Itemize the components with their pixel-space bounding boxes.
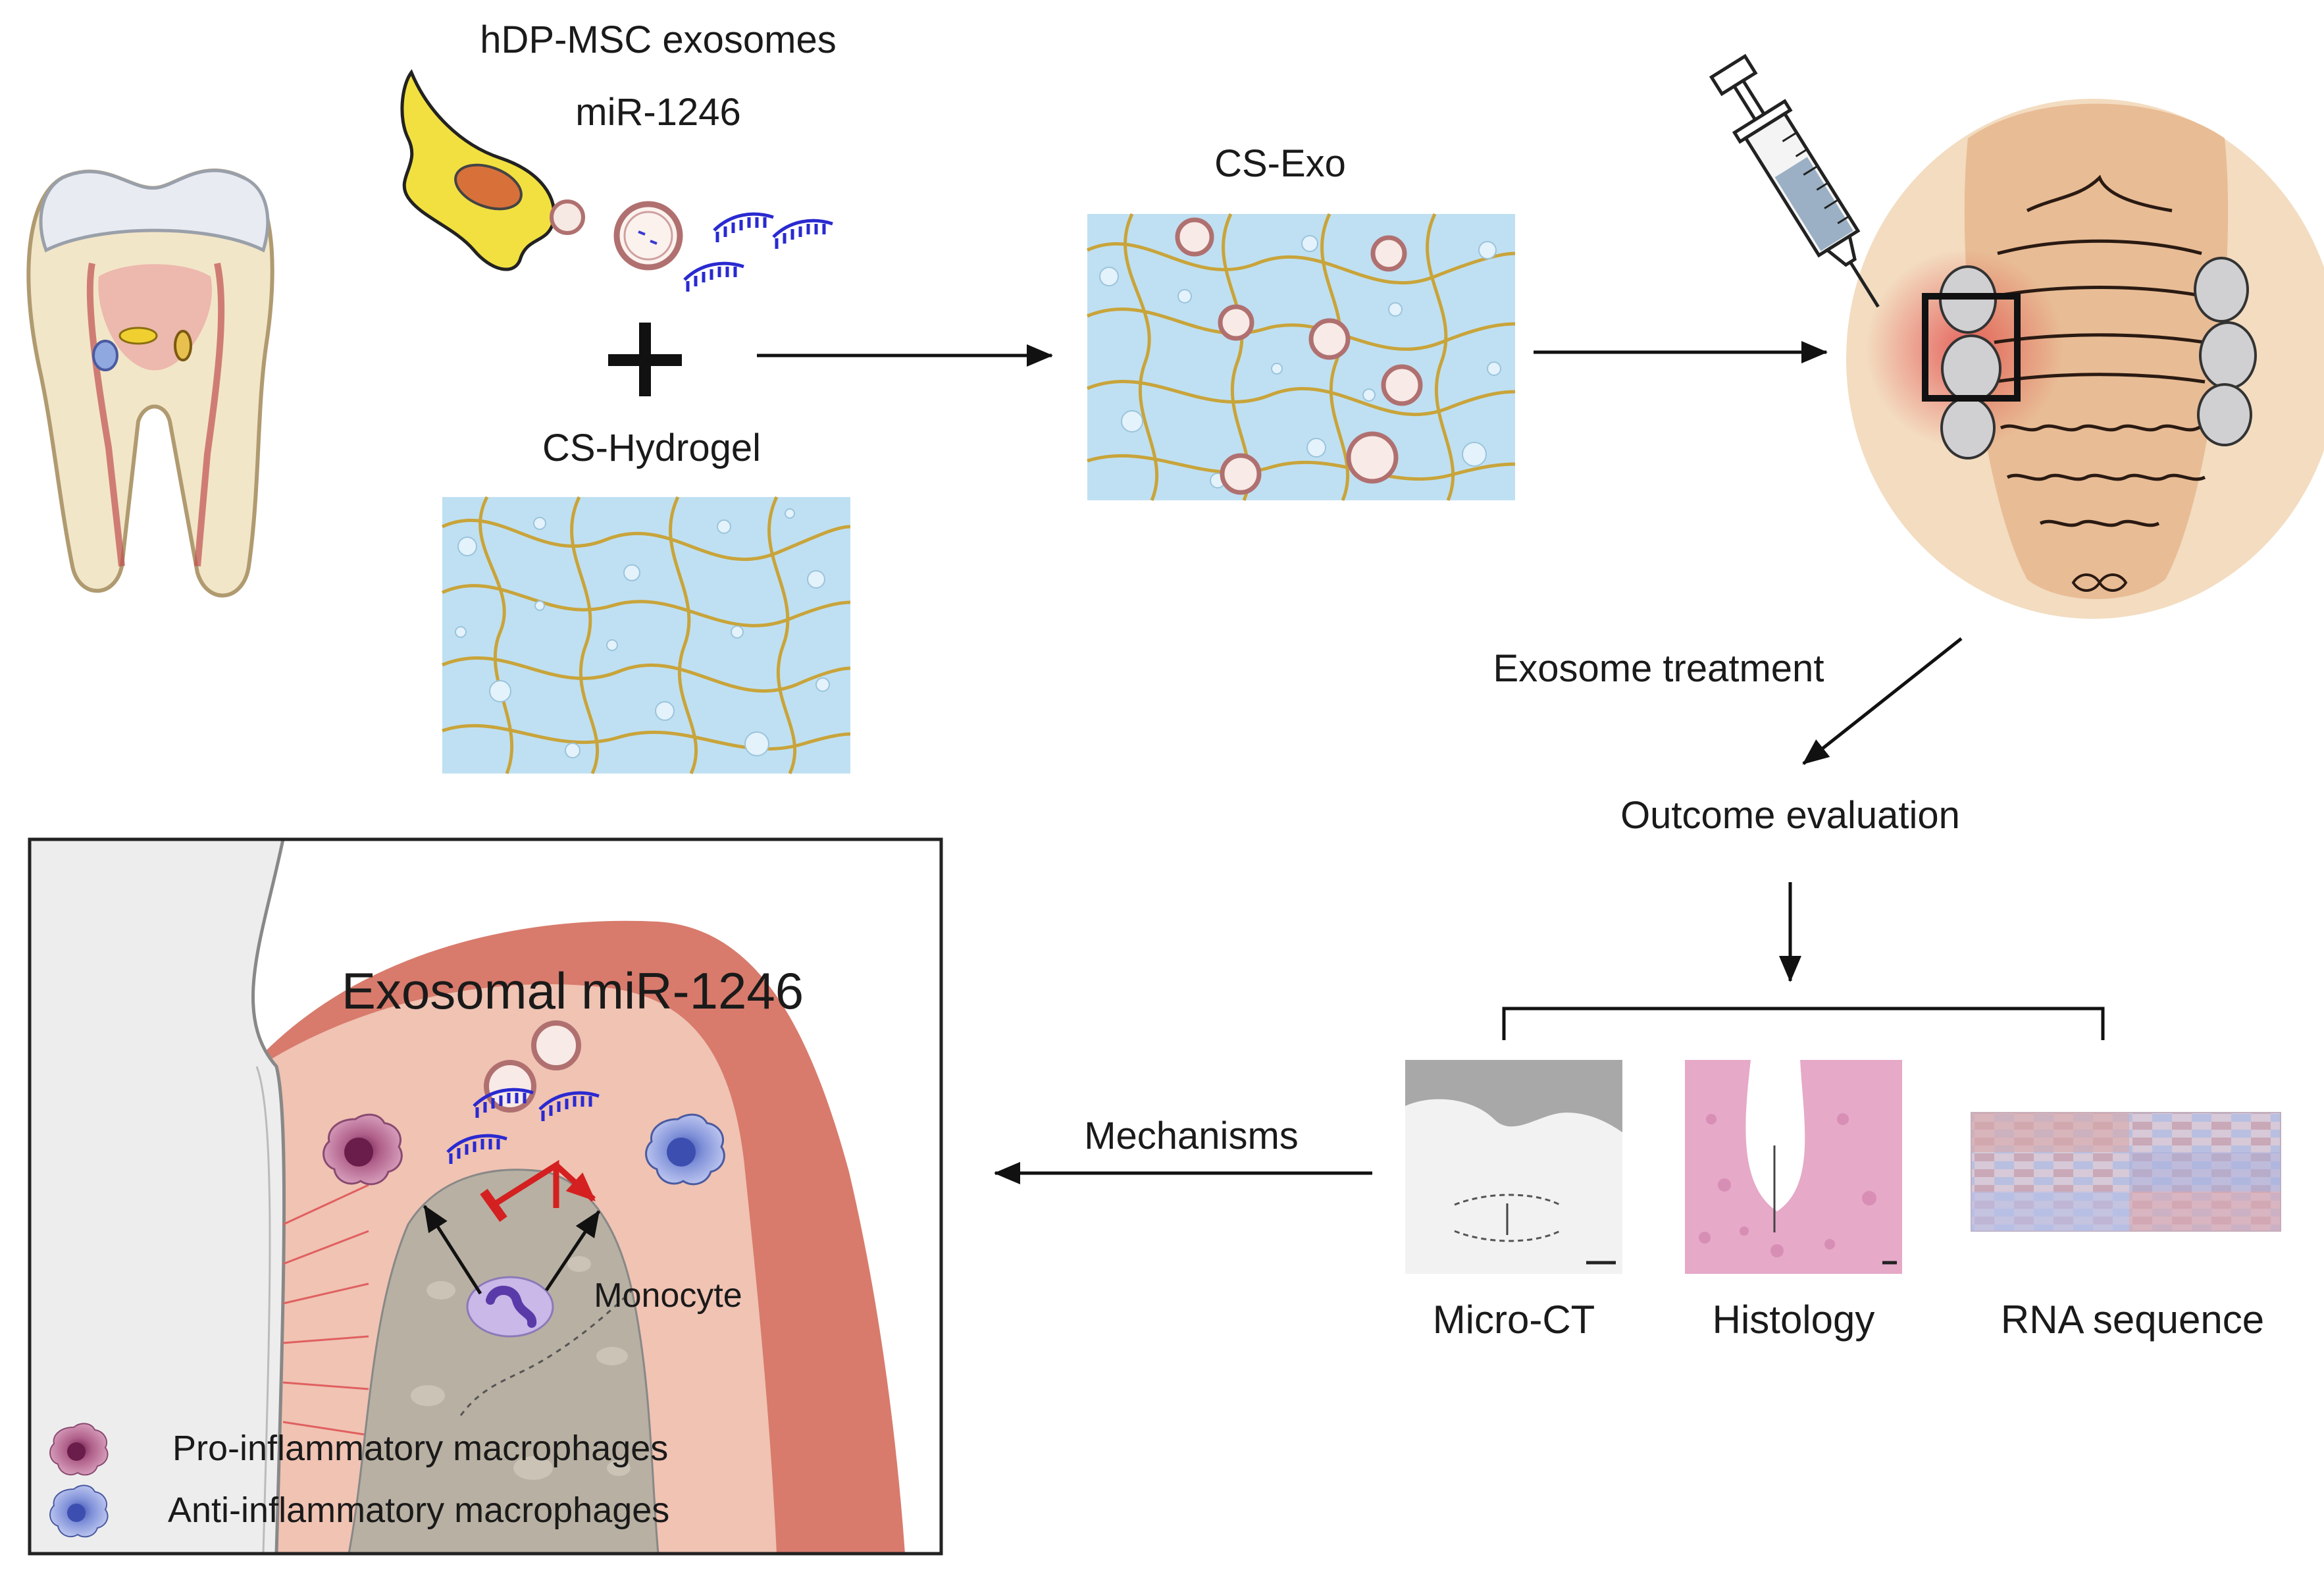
mirna-label: miR-1246	[575, 91, 740, 134]
legend-anti-label: Anti-inflammatory macrophages	[168, 1490, 669, 1530]
injection-site-box	[1922, 293, 2021, 402]
histology-image	[1685, 1060, 1902, 1274]
exosomal-mirna-label: Exosomal miR-1246	[342, 962, 804, 1020]
exosomes-label: hDP-MSC exosomes	[480, 18, 836, 61]
evaluation-label: Outcome evaluation	[1620, 794, 1960, 837]
cs-exo-label: CS-Exo	[1214, 142, 1346, 185]
molars-right	[2194, 257, 2257, 446]
legend-pro-label: Pro-inflammatory macrophages	[172, 1429, 668, 1468]
hydrogel-label: CS-Hydrogel	[542, 427, 761, 469]
plus-sign	[608, 323, 682, 396]
rat-palate	[1846, 99, 2324, 619]
hydrogel-box	[441, 496, 851, 775]
arrow-to-evaluation	[1802, 637, 1963, 765]
monocyte-label: Monocyte	[594, 1276, 742, 1315]
msc-cell	[400, 68, 556, 271]
outcome-rna-sequence: RNA sequence	[2001, 1298, 2264, 1342]
syringe-icon	[1709, 53, 1880, 308]
outcome-bracket	[1502, 1007, 2105, 1040]
pro-inflammatory-macrophage-icon	[323, 1113, 403, 1186]
tooth-illustration	[26, 169, 274, 598]
micro-ct-image	[1405, 1060, 1622, 1274]
mechanisms-label: Mechanisms	[1084, 1115, 1299, 1157]
legend-anti-icon	[49, 1485, 109, 1538]
exosome-large	[613, 201, 683, 271]
anti-inflammatory-macrophage-icon	[645, 1113, 725, 1186]
exosome-small	[550, 199, 585, 235]
outcome-micro-ct: Micro-CT	[1433, 1298, 1595, 1342]
legend: Pro-inflammatory macrophages Anti-inflam…	[49, 1423, 669, 1538]
cs-exo-box	[1086, 213, 1516, 501]
mechanism-panel	[28, 837, 943, 1556]
rna-heatmap-image	[1971, 1112, 2281, 1232]
legend-pro-icon	[49, 1423, 109, 1476]
mirna-strands-top	[683, 212, 833, 292]
outcome-histology: Histology	[1713, 1298, 1875, 1342]
treatment-label: Exosome treatment	[1493, 647, 1824, 690]
